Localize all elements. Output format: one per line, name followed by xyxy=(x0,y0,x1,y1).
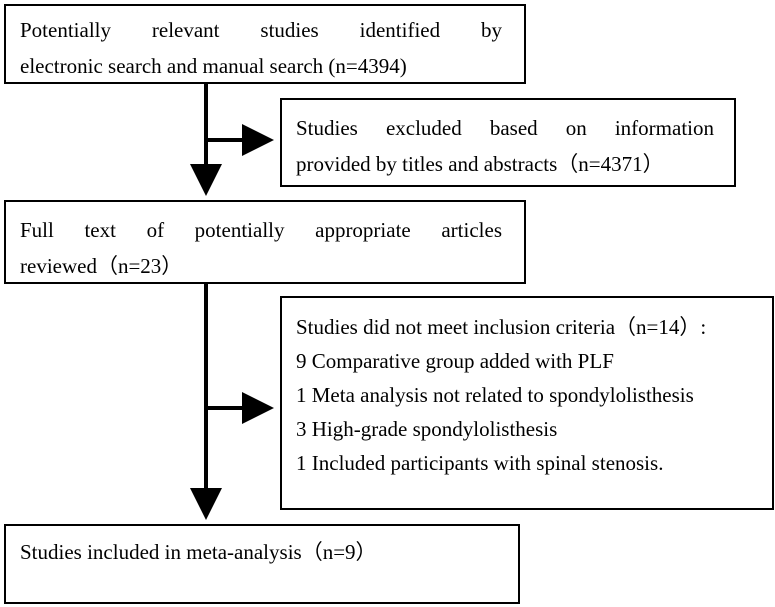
excluded-titles-line-1: Studies excluded based on information xyxy=(296,116,714,140)
fulltext-line-2: reviewed（n=23） xyxy=(20,254,183,278)
included-line-1: Studies included in meta-analysis（n=9） xyxy=(20,540,377,564)
exclusion-reason: 1 Included participants with spinal sten… xyxy=(296,451,664,475)
fulltext-line-1: Full text of potentially appropriate art… xyxy=(20,218,502,242)
identified-line-1: Potentially relevant studies identified … xyxy=(20,18,502,42)
identified-line-2: electronic search and manual search (n=4… xyxy=(20,54,407,78)
included-studies-box: Studies included in meta-analysis（n=9） xyxy=(4,524,520,604)
exclusion-reason: 3 High-grade spondylolisthesis xyxy=(296,417,558,441)
exclusion-reason: 1 Meta analysis not related to spondylol… xyxy=(296,383,694,407)
excluded-titles-box: Studies excluded based on information pr… xyxy=(280,98,736,187)
exclusion-reason: 9 Comparative group added with PLF xyxy=(296,349,614,373)
identified-studies-box: Potentially relevant studies identified … xyxy=(4,4,526,84)
fulltext-reviewed-box: Full text of potentially appropriate art… xyxy=(4,200,526,284)
excluded-criteria-box: Studies did not meet inclusion criteria（… xyxy=(280,296,774,510)
excluded-criteria-heading: Studies did not meet inclusion criteria（… xyxy=(296,315,707,339)
excluded-titles-line-2: provided by titles and abstracts（n=4371） xyxy=(296,152,664,176)
